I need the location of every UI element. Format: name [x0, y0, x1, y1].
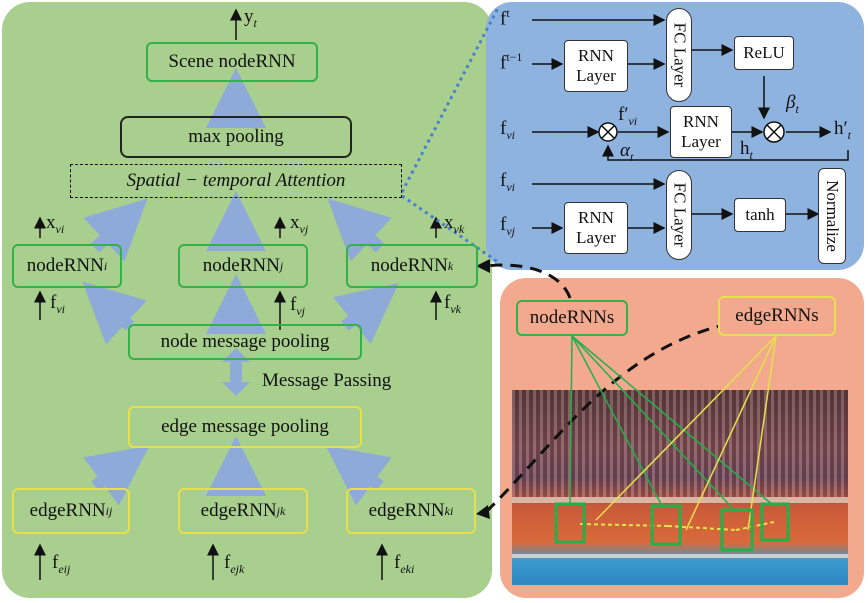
flow-arrows [82, 68, 399, 506]
beta-label: βt [786, 92, 799, 116]
f-vi-label: fvi [50, 292, 65, 316]
ft-label: ft [500, 6, 510, 30]
fc-layer-bottom: FC Layer [666, 170, 692, 260]
ht-prime-label: h′t [834, 118, 851, 142]
message-passing-label: Message Passing [262, 370, 392, 391]
message-passing-arrow [222, 348, 250, 396]
attention-box: Spatial − temporal Attention [70, 164, 402, 198]
rnn-layer-box-mid: RNN Layer [670, 106, 732, 158]
fvj-label: fvj [500, 214, 515, 238]
ht-label: ht [740, 138, 753, 162]
tanh-box: tanh [734, 198, 786, 232]
ft-1-label: ft−1 [500, 50, 523, 74]
output-label: yt [244, 6, 257, 30]
edgerrns-label-box: edgeRNNs [718, 296, 836, 336]
volleyball-court-image [512, 390, 848, 585]
noderrns-label-box: nodeRNNs [516, 300, 628, 336]
f-eki-label: feki [394, 552, 415, 576]
fc-layer-top: FC Layer [666, 8, 692, 102]
scene-noderrn-box: Scene nodeRNN [146, 42, 318, 82]
fvi-label-2: fvi [500, 170, 515, 194]
f-eij-label: feij [52, 552, 71, 576]
f-ejk-label: fejk [224, 552, 245, 576]
rnn-layer-box-top: RNN Layer [564, 40, 628, 92]
relu-box: ReLU [734, 36, 794, 70]
f-vj-label: fvj [290, 294, 305, 318]
normalize-box: Normalize [818, 168, 846, 264]
fvi-prime-label: f′vi [618, 104, 638, 128]
rnn-layer-box-bottom: RNN Layer [564, 202, 628, 254]
player-boxes [554, 502, 790, 552]
x-vi-label: xvi [46, 212, 65, 236]
edge-message-pooling-box: edge message pooling [128, 406, 362, 448]
thin-arrows [34, 8, 442, 580]
node-message-pooling-box: node message pooling [128, 324, 362, 360]
alpha-label: αt [620, 140, 634, 164]
x-vk-label: xvk [444, 212, 465, 236]
max-pooling-box: max pooling [120, 116, 352, 158]
f-vk-label: fvk [444, 292, 461, 316]
fvi-label-1: fvi [500, 118, 515, 142]
x-vj-label: xvj [290, 212, 309, 236]
